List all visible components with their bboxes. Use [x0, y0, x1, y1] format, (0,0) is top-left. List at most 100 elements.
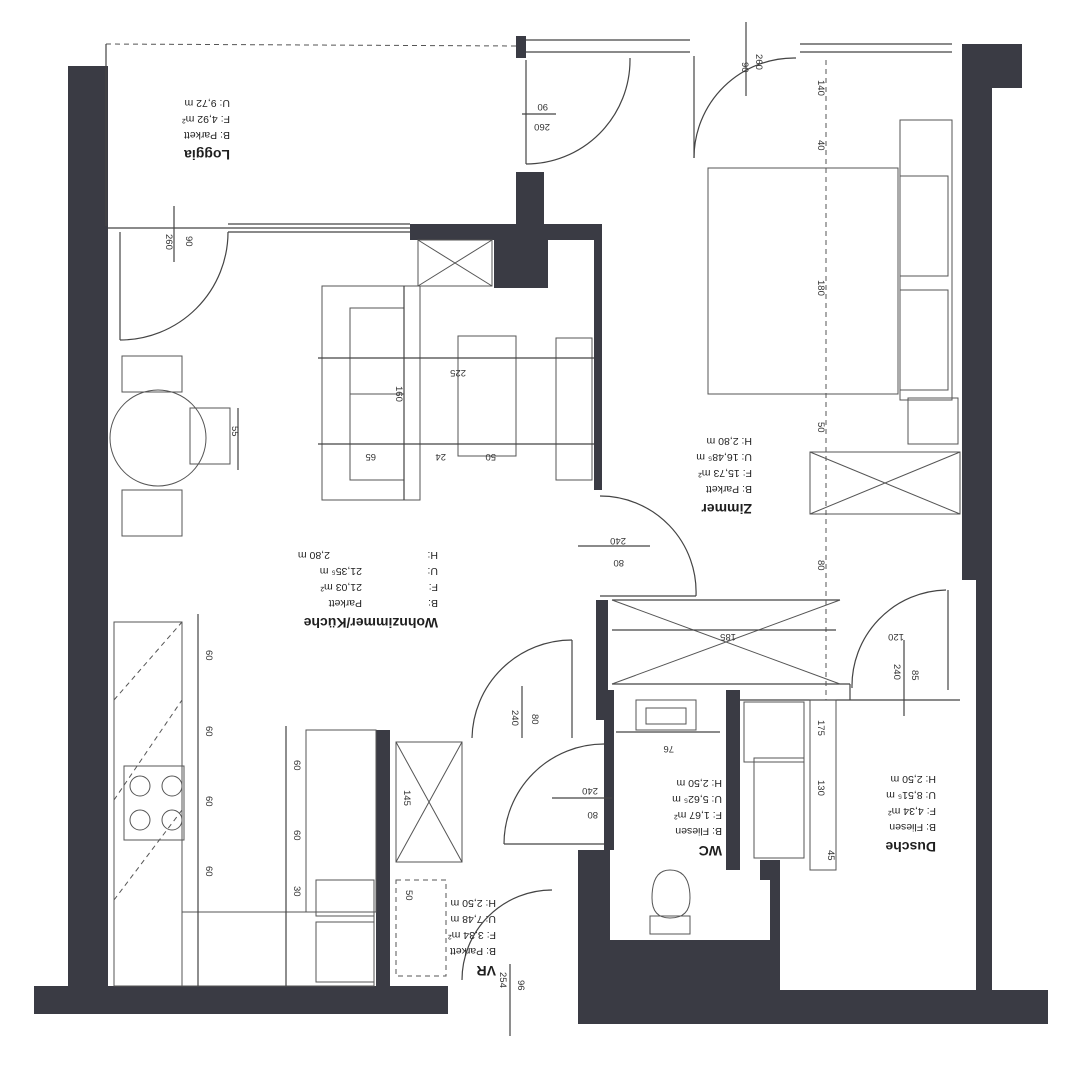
svg-text:Parkett: Parkett: [329, 597, 362, 609]
door-5-h: 240: [509, 710, 520, 726]
svg-text:120: 120: [888, 631, 904, 642]
label-wc: WC B: Fliesen F: 1,67 m² U: 5,62⁵ m H: 2…: [672, 777, 722, 859]
svg-text:80: 80: [815, 560, 826, 571]
loggia-edge: [105, 43, 519, 47]
door-1-w: 90: [537, 101, 548, 112]
door-wc-arc: [503, 743, 605, 845]
nightstand: [907, 397, 959, 445]
svg-text:185: 185: [720, 631, 736, 642]
wall-stub: [516, 36, 526, 58]
room-zimmer-name: Zimmer: [701, 501, 752, 517]
svg-text:180: 180: [815, 280, 826, 296]
svg-text:H: 2,50 m: H: 2,50 m: [890, 773, 936, 785]
door-3-h: 260: [163, 234, 174, 250]
door-2-h: 260: [753, 54, 764, 70]
svg-text:225: 225: [450, 367, 466, 378]
wall-left: [68, 66, 108, 986]
wall-wc-right: [726, 690, 740, 870]
svg-text:40: 40: [815, 140, 826, 151]
door-2-w: 90: [739, 62, 750, 73]
svg-text:60: 60: [291, 760, 302, 771]
pillow-2: [899, 289, 949, 391]
door-7-h: 240: [891, 664, 902, 680]
svg-text:60: 60: [203, 796, 214, 807]
room-vr-name: VR: [477, 963, 496, 979]
coffee-table: [457, 335, 517, 457]
label-vr: VR B: Parkett F: 3,34 m² U: 7,48 m H: 2,…: [448, 897, 496, 979]
counter-left: [113, 621, 183, 987]
furniture: [109, 119, 961, 987]
tv-unit: [555, 337, 593, 481]
svg-text:30: 30: [291, 886, 302, 897]
svg-text:U: 5,62⁵ m: U: 5,62⁵ m: [672, 793, 722, 805]
wall-bottom-left: [34, 986, 448, 1014]
svg-text:H: 2,80 m: H: 2,80 m: [706, 435, 752, 447]
vr-cabinet: [395, 741, 463, 863]
svg-text:B: Fliesen: B: Fliesen: [675, 825, 722, 837]
pillow-1: [899, 175, 949, 277]
svg-text:50: 50: [403, 890, 414, 901]
bathtub: [753, 757, 805, 859]
door-labels: 90 260 90 260 90 260 80 240 80 240 80 24…: [163, 22, 920, 1036]
svg-text:21,35⁵ m: 21,35⁵ m: [319, 565, 362, 577]
svg-text:H:: H:: [428, 549, 439, 561]
svg-text:24: 24: [435, 451, 446, 462]
room-loggia-u: U: 9,72 m: [184, 97, 230, 109]
door-6-w: 80: [587, 809, 598, 820]
room-wohn-name: Wohnzimmer/Küche: [303, 615, 438, 631]
svg-text:60: 60: [203, 650, 214, 661]
svg-text:140: 140: [815, 80, 826, 96]
wall-kitchen-top: [410, 224, 602, 490]
svg-text:F: 3,34 m²: F: 3,34 m²: [448, 929, 496, 941]
svg-text:50: 50: [485, 451, 496, 462]
svg-text:175: 175: [815, 720, 826, 736]
door-vr-arc: [471, 639, 573, 739]
door-1-h: 260: [534, 121, 550, 132]
wc-basin: [635, 699, 697, 731]
svg-text:U: 8,51⁵ m: U: 8,51⁵ m: [886, 789, 936, 801]
door-4-w: 80: [613, 557, 624, 568]
door-3-w: 90: [183, 236, 194, 247]
counter-right: [305, 729, 377, 913]
shower-niche: [743, 701, 805, 763]
label-zimmer: Zimmer B: Parkett F: 15,73 m² U: 16,48⁵ …: [696, 435, 752, 517]
bedside: [899, 119, 953, 401]
label-wohnzimmer: Wohnzimmer/Küche B: Parkett F: 21,03 m² …: [298, 549, 438, 631]
svg-text:55: 55: [229, 426, 240, 437]
door-living-arc: [119, 231, 229, 341]
svg-text:U:: U:: [428, 565, 439, 577]
room-loggia-name: Loggia: [184, 147, 230, 163]
svg-text:50: 50: [815, 422, 826, 433]
label-loggia: Loggia B: Parkett F: 4,92 m² U: 9,72 m: [182, 97, 230, 163]
svg-text:U: 16,48⁵ m: U: 16,48⁵ m: [696, 451, 752, 463]
toilet: [651, 869, 691, 919]
svg-text:B: Parkett: B: Parkett: [450, 945, 496, 957]
svg-text:21,03 m²: 21,03 m²: [320, 581, 362, 593]
zimmer-shaft: [809, 451, 961, 515]
sink-small: [315, 879, 375, 917]
shower-tray: [809, 699, 837, 871]
chair-bottom: [121, 489, 183, 537]
dimension-labels: 140 40 180 50 80 175 130 45 185 120 225 …: [197, 60, 904, 986]
door-swings: [119, 56, 949, 981]
bed: [707, 167, 899, 395]
svg-text:145: 145: [401, 790, 412, 806]
pillar: [516, 172, 544, 224]
stove: [123, 765, 185, 841]
svg-text:60: 60: [203, 866, 214, 877]
door-8-w: 96: [515, 980, 526, 991]
door-7-w: 85: [909, 670, 920, 681]
svg-text:H: 2,50 m: H: 2,50 m: [676, 777, 722, 789]
door-loggia-arc: [525, 58, 631, 165]
room-dusche-name: Dusche: [885, 839, 936, 855]
shaft: [417, 239, 493, 287]
door-entry-arc: [461, 889, 553, 981]
chair-right: [189, 407, 231, 465]
svg-text:F: 1,67 m²: F: 1,67 m²: [674, 809, 722, 821]
svg-text:160: 160: [393, 386, 404, 402]
door-8-h: 254: [497, 972, 508, 988]
room-loggia-f: F: 4,92 m²: [182, 113, 230, 125]
sink: [315, 921, 375, 983]
label-dusche: Dusche B: Fliesen F: 4,34 m² U: 8,51⁵ m …: [885, 773, 936, 855]
